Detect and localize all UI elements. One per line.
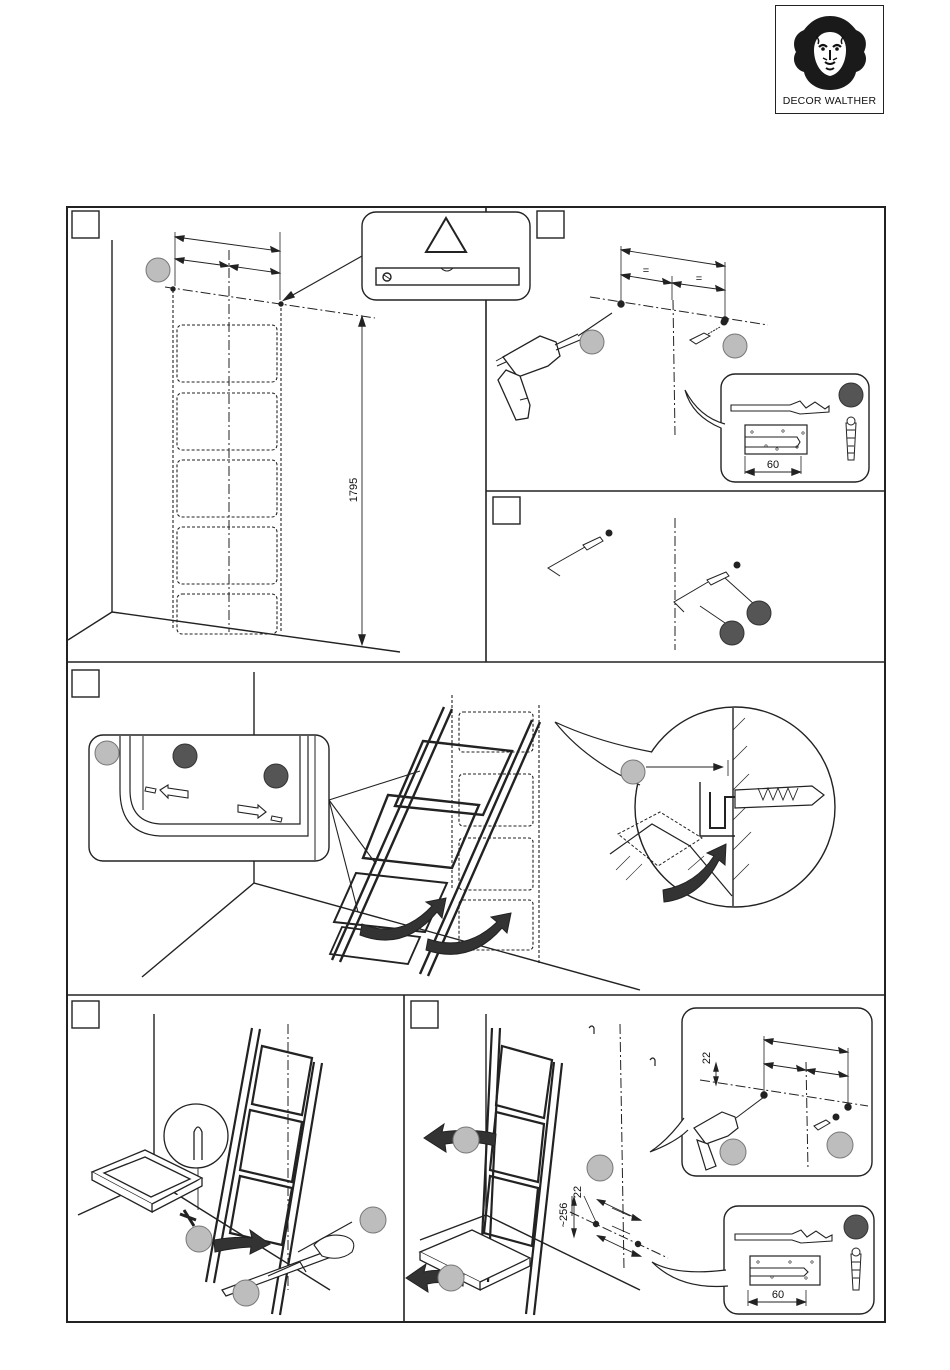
step-4-marker-light (95, 741, 119, 765)
step-6-marker-e (827, 1132, 853, 1158)
step-4-panel (89, 672, 835, 990)
height-dimension-256: ~256 (558, 1203, 570, 1228)
step-5-marker-a (186, 1226, 212, 1252)
dowel-screw-icon (690, 319, 727, 344)
step-5-panel (78, 1014, 386, 1315)
step-1-box (72, 211, 99, 238)
wall-plug-detail-icon (735, 786, 824, 808)
wall-plug-step-6-icon (851, 1248, 861, 1290)
step-6-box (411, 1001, 438, 1028)
step-3-marker-a (720, 621, 744, 645)
step-5-marker-b (233, 1280, 259, 1306)
step-4-marker-detail (621, 760, 645, 784)
step-6-marker-dark (844, 1215, 868, 1239)
step-3-panel (548, 518, 771, 650)
step-6-marker-b (438, 1265, 464, 1291)
step-6-marker-c (587, 1155, 613, 1181)
drill-hole-section-step-6 (750, 1256, 820, 1285)
gap-dimension-22-lower: 22 (572, 1186, 584, 1198)
step-2-marker-dark (839, 383, 863, 407)
step-2-box (537, 211, 564, 238)
step-5-box (72, 1001, 99, 1028)
drill-icon (496, 313, 612, 420)
step-5-marker-c (360, 1207, 386, 1233)
step-2-marker-b (723, 334, 747, 358)
height-dimension: 1795 (348, 478, 360, 502)
wall-plug-icon (846, 417, 856, 460)
hook-screw-mounted-icon (674, 562, 740, 612)
drill-depth-step-6: 60 (772, 1289, 784, 1301)
step-number-boxes (72, 211, 564, 1028)
ladder-leaning-step-5-icon (206, 1028, 322, 1315)
step-4-marker-dark-a (173, 744, 197, 768)
step-3-box (493, 497, 520, 524)
step-1-panel: 1795 (68, 212, 530, 652)
equal-mark-right: = (696, 273, 702, 285)
step-3-marker-b (747, 601, 771, 625)
step-4-box (72, 670, 99, 697)
step-2-panel: = = 60 (496, 246, 869, 482)
step-2-marker-a (580, 330, 604, 354)
step-6-panel: 22 ~256 22 (406, 1008, 874, 1315)
rotate-arrow-left-icon (360, 898, 446, 940)
step-1-marker (146, 258, 170, 282)
hook-screw-icon (548, 530, 612, 576)
step-6-marker-d (720, 1139, 746, 1165)
drill-depth-step-2: 60 (767, 459, 779, 471)
step-4-marker-dark-b (264, 764, 288, 788)
equal-mark-left: = (643, 265, 649, 277)
gap-dimension-22-upper: 22 (701, 1052, 713, 1064)
step-6-marker-a (453, 1127, 479, 1153)
